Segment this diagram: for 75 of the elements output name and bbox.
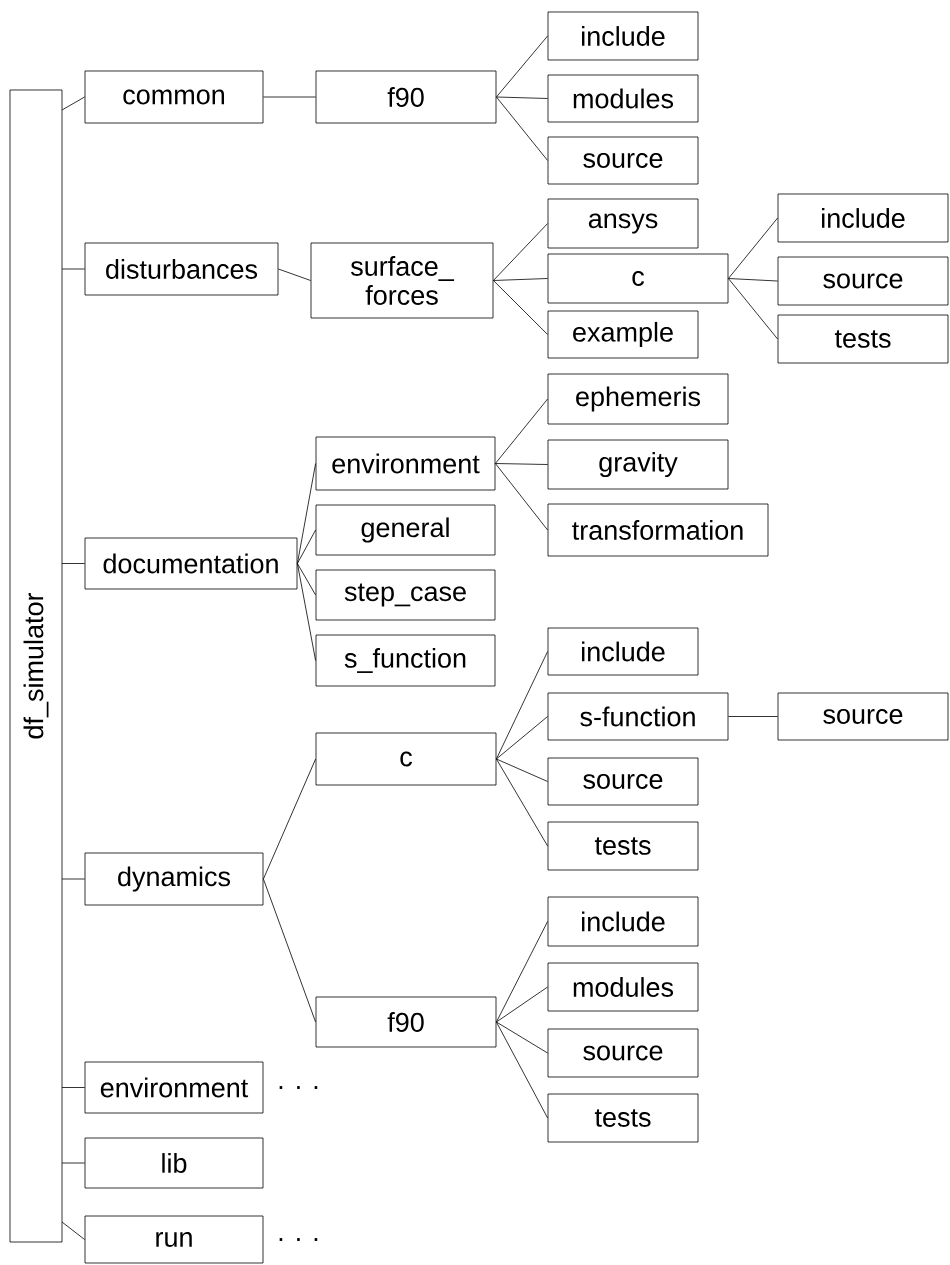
ellipsis: . . . bbox=[279, 1238, 318, 1241]
connector-line bbox=[496, 1021, 548, 1054]
connector-line bbox=[297, 563, 316, 596]
folder-box: source bbox=[547, 757, 699, 806]
folder-box: disturbances bbox=[84, 242, 279, 296]
connector-line bbox=[496, 986, 548, 1023]
folder-box: gravity bbox=[547, 439, 729, 490]
folder-box: include bbox=[777, 193, 949, 243]
folder-box: lib bbox=[84, 1137, 264, 1189]
connector-line bbox=[61, 1162, 85, 1164]
connector-line bbox=[263, 878, 316, 1023]
folder-box: general bbox=[315, 504, 496, 556]
folder-box: ephemeris bbox=[547, 373, 729, 425]
folder-box: c bbox=[547, 253, 729, 304]
folder-box: modules bbox=[547, 74, 699, 123]
folder-box: tests bbox=[547, 1093, 699, 1143]
root-folder-box: df_simulator bbox=[9, 89, 63, 1243]
connector-line bbox=[61, 1221, 85, 1240]
connector-line bbox=[278, 268, 311, 281]
folder-box: environment bbox=[84, 1061, 264, 1114]
connector-line bbox=[495, 463, 548, 531]
connector-line bbox=[496, 35, 548, 98]
connector-line bbox=[496, 758, 548, 782]
connector-line bbox=[61, 268, 85, 270]
connector-line bbox=[61, 878, 85, 880]
connector-line bbox=[61, 563, 85, 564]
folder-box: include bbox=[547, 896, 699, 947]
connector-line bbox=[297, 463, 316, 564]
folder-box: modules bbox=[547, 962, 699, 1012]
folder-box: tests bbox=[777, 314, 949, 364]
folder-box: step_case bbox=[315, 569, 496, 621]
folder-box: source bbox=[547, 136, 699, 185]
connector-line bbox=[495, 463, 548, 465]
connector-line bbox=[61, 96, 85, 111]
folder-box: c bbox=[315, 732, 497, 786]
folder-box: documentation bbox=[84, 537, 298, 590]
connector-line bbox=[728, 716, 778, 717]
folder-box: transformation bbox=[547, 503, 769, 557]
folder-box: run bbox=[84, 1215, 264, 1264]
connector-line bbox=[496, 758, 548, 847]
connector-line bbox=[493, 280, 548, 335]
connector-line bbox=[496, 96, 548, 161]
folder-box: f90 bbox=[315, 70, 497, 124]
connector-line bbox=[728, 278, 778, 282]
connector-line bbox=[263, 758, 316, 880]
connector-line bbox=[728, 278, 778, 340]
folder-box: s-function bbox=[547, 692, 729, 741]
folder-box: include bbox=[547, 11, 699, 61]
connector-line bbox=[493, 223, 548, 281]
connector-line bbox=[495, 398, 548, 464]
folder-box: tests bbox=[547, 821, 699, 871]
folder-box: example bbox=[547, 310, 699, 359]
connector-line bbox=[297, 529, 316, 564]
folder-box: surface_ forces bbox=[310, 242, 494, 319]
folder-box: dynamics bbox=[84, 852, 264, 906]
connector-line bbox=[496, 96, 548, 99]
connector-line bbox=[728, 217, 778, 279]
folder-box: ansys bbox=[547, 198, 699, 249]
folder-box: include bbox=[547, 627, 699, 676]
connector-line bbox=[496, 651, 548, 760]
folder-box: source bbox=[547, 1028, 699, 1078]
connector-line bbox=[496, 921, 548, 1023]
folder-box: s_function bbox=[315, 634, 496, 687]
connector-line bbox=[297, 563, 316, 661]
folder-box: source bbox=[777, 256, 949, 306]
connector-line bbox=[496, 716, 548, 760]
connector-line bbox=[496, 1021, 548, 1119]
ellipsis: . . . bbox=[279, 1086, 318, 1089]
connector-line bbox=[493, 278, 548, 281]
connector-line bbox=[263, 96, 316, 98]
folder-box: source bbox=[777, 692, 949, 741]
folder-box: common bbox=[84, 70, 264, 124]
connector-line bbox=[61, 1087, 85, 1088]
folder-box: environment bbox=[315, 436, 496, 491]
folder-box: f90 bbox=[315, 996, 497, 1048]
